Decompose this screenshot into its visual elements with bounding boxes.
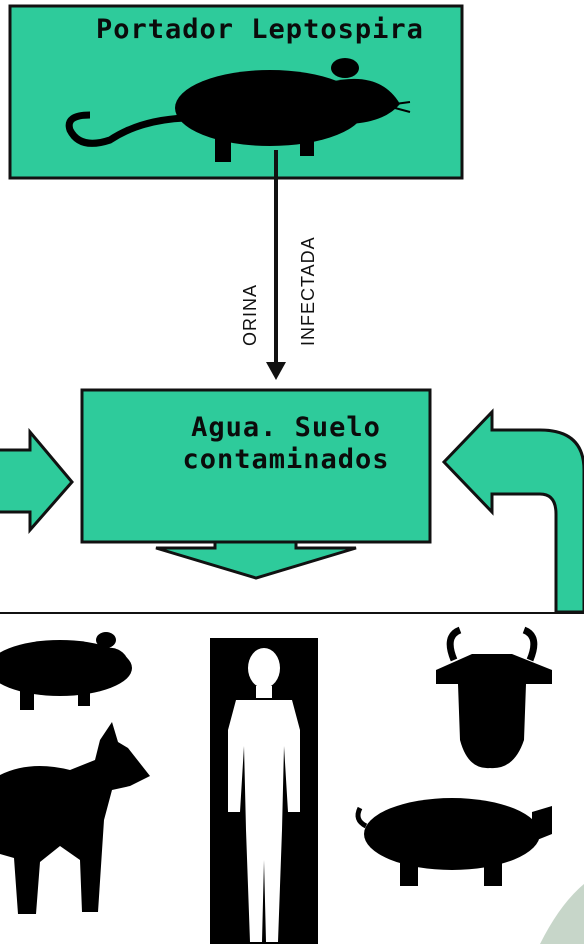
rat-icon [65,58,411,162]
infected-label: INFECTADA [298,236,318,346]
dog-icon [0,722,150,914]
carrier-title: Portador Leptospira [96,14,424,45]
water-soil-line1: Agua. Suelo [191,412,381,443]
left-arrow [0,427,74,534]
mouse-icon [0,632,132,710]
water-soil-line2: contaminados [182,444,390,476]
pig-icon [355,798,552,886]
water-soil-label: Agua. Suelo contaminados [166,412,406,477]
corner-decoration [540,884,584,944]
cow-icon [436,626,552,769]
down-arrow [155,540,357,580]
urine-label: ORINA [240,283,260,346]
human-icon [228,648,300,942]
right-curved-arrow [441,408,584,614]
